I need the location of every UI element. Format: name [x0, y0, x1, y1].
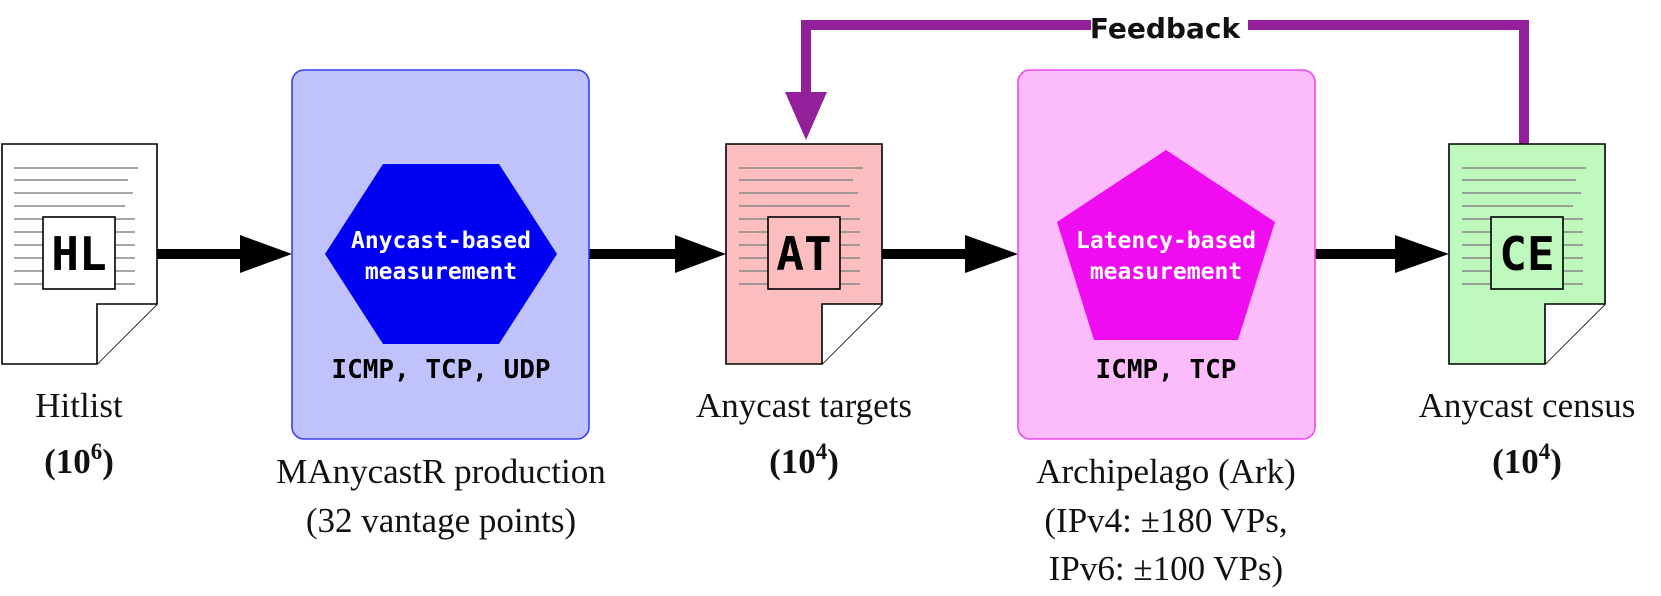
targets-document: AT Anycast targets (104) [696, 143, 912, 481]
hitlist-badge: HL [51, 227, 106, 281]
hitlist-name: Hitlist [35, 386, 123, 425]
census-count: (104) [1492, 439, 1562, 481]
latency-pentagon [1057, 150, 1275, 340]
latency-shape-line2: measurement [1090, 259, 1242, 285]
manycast-stage: Anycast-based measurement ICMP, TCP, UDP… [276, 69, 606, 540]
latency-shape-line1: Latency-based [1076, 228, 1256, 254]
flow-arrow-4 [1315, 235, 1449, 273]
manycast-caption-line2: (32 vantage points) [306, 501, 576, 540]
targets-name: Anycast targets [696, 386, 912, 425]
ark-caption-line2: (IPv4: ±180 VPs, [1044, 501, 1287, 540]
hitlist-badge-box [42, 216, 116, 290]
ark-protocols: ICMP, TCP [1096, 355, 1237, 385]
targets-badge: AT [776, 227, 831, 281]
hitlist-count-exponent: 6 [91, 439, 103, 464]
ark-caption-line3: IPv6: ±100 VPs) [1049, 549, 1283, 588]
census-document: CE Anycast census (104) [1419, 143, 1636, 481]
census-name: Anycast census [1419, 386, 1636, 425]
flow-arrow-3 [882, 235, 1018, 273]
feedback-line [801, 20, 1529, 145]
targets-page-fold [821, 303, 882, 364]
manycast-caption-line1: MAnycastR production [276, 452, 606, 491]
census-page-fold [1544, 303, 1605, 364]
targets-count-exponent: 4 [816, 439, 828, 464]
feedback-label: Feedback [1090, 12, 1242, 45]
census-count-exponent: 4 [1539, 439, 1551, 464]
ark-stage: Latency-based measurement ICMP, TCP Arch… [1017, 69, 1316, 588]
census-badge-box [1490, 216, 1564, 290]
ark-caption-line1: Archipelago (Ark) [1036, 452, 1295, 491]
flow-arrows [157, 235, 1449, 273]
anycast-shape-line1: Anycast-based [351, 228, 531, 254]
targets-count: (104) [769, 439, 839, 481]
targets-badge-box [767, 216, 841, 290]
flow-arrow-2 [589, 235, 726, 273]
anycast-shape-line2: measurement [365, 259, 517, 285]
hitlist-document: HL Hitlist (106) [1, 143, 158, 481]
hitlist-count: (106) [44, 439, 114, 481]
manycast-protocols: ICMP, TCP, UDP [331, 355, 550, 385]
feedback-arrowhead [785, 92, 827, 140]
hitlist-page-fold [96, 303, 157, 364]
anycast-hexagon [325, 164, 557, 344]
flow-arrow-1 [157, 235, 292, 273]
feedback-loop: Feedback [785, 12, 1529, 145]
census-badge: CE [1499, 227, 1554, 281]
